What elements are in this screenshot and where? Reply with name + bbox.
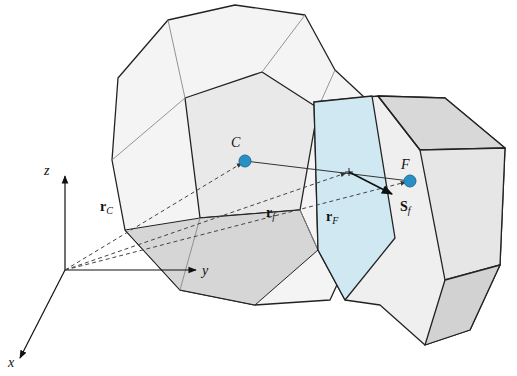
axes — [20, 176, 196, 358]
cell-f — [314, 96, 505, 345]
shared-face — [314, 96, 395, 300]
axis-label: y — [202, 264, 208, 278]
vector-subscript: f — [408, 205, 411, 216]
cell-label: C — [231, 136, 240, 150]
position-vectors — [65, 163, 406, 270]
axis-label: x — [8, 356, 14, 370]
vector-label: Sf — [400, 200, 411, 216]
centroid-f — [404, 175, 416, 187]
vector-symbol: r — [326, 209, 332, 224]
surface-vector — [349, 172, 392, 194]
vector-symbol: S — [400, 199, 408, 214]
vector-label: rf — [266, 206, 275, 222]
cell-label: F — [401, 158, 410, 172]
vector-subscript: f — [272, 211, 275, 222]
vector-symbol: r — [100, 199, 106, 214]
centroid-c — [239, 155, 251, 167]
centroid-line — [245, 161, 410, 181]
vector-subscript: F — [332, 215, 338, 226]
vector-label: rF — [326, 210, 338, 226]
vector-label: rC — [100, 200, 113, 216]
vector-symbol: r — [266, 205, 272, 220]
vector-subscript: C — [106, 205, 113, 216]
axis-label: z — [44, 164, 49, 178]
